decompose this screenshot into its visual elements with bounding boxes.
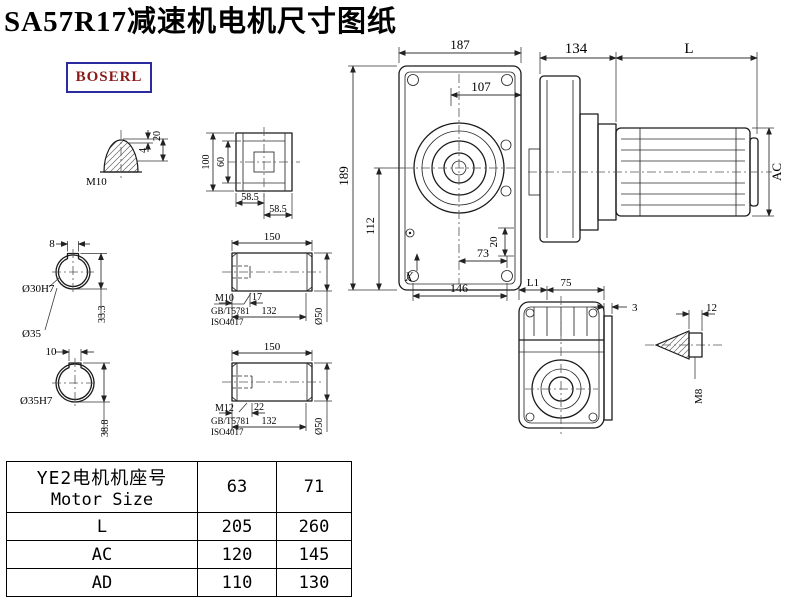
table-row-AD: AD 110 130 — [6, 568, 352, 597]
dim-75: 75 — [561, 277, 573, 289]
bore-section-35: 10 38.8 Ø35H7 — [20, 346, 111, 437]
table-header-en: Motor Size — [50, 490, 154, 510]
dim-keyway-10: 10 — [46, 346, 58, 358]
dim-shaft2-132: 132 — [262, 416, 277, 427]
table-row-AC: AC 120 145 — [6, 540, 352, 569]
dim-plug-20: 20 — [152, 131, 163, 141]
row-label-L: L — [6, 512, 198, 541]
gearbox-front-view: 20 187 107 189 112 73 146 X — [336, 37, 522, 301]
table-row-L: L 205 260 — [6, 512, 352, 541]
table-col-71: 71 — [276, 461, 352, 513]
label-bore-30h7: Ø30H7 — [22, 283, 55, 295]
dim-33-3: 33.3 — [97, 306, 108, 324]
row-label-AD: AD — [6, 568, 198, 597]
label-shaft2-iso: ISO4017 — [211, 427, 244, 437]
value-L-63: 205 — [197, 512, 277, 541]
label-od-35: Ø35 — [22, 328, 41, 340]
dim-58-5-a: 58.5 — [241, 192, 259, 203]
dim-plug-4: 4 — [138, 148, 149, 153]
shaft-detail-m10: 150 17 132 Ø50 M10 GB/T5781 ISO4017 — [211, 231, 332, 327]
table-header-cn: YE2电机机座号 — [36, 468, 168, 489]
label-bore-35h7: Ø35H7 — [20, 395, 53, 407]
dim-112: 112 — [363, 217, 377, 235]
dim-60: 60 — [216, 157, 227, 167]
label-shaft1-gb: GB/T5781 — [211, 306, 250, 316]
dim-shaft1-17: 17 — [252, 292, 262, 303]
value-AD-63: 110 — [197, 568, 277, 597]
label-m8: M8 — [693, 388, 705, 404]
dim-189: 189 — [336, 166, 351, 186]
dim-38-8: 38.8 — [100, 420, 111, 438]
dim-134: 134 — [565, 41, 588, 57]
dim-187: 187 — [450, 37, 470, 52]
dim-L: L — [684, 41, 693, 57]
motor-size-table: YE2电机机座号 Motor Size 63 71 L 205 260 AC 1… — [6, 461, 352, 597]
label-shaft1-iso: ISO4017 — [211, 317, 244, 327]
page-title: SA57R17减速机电机尺寸图纸 — [4, 6, 398, 38]
dim-100: 100 — [201, 155, 212, 170]
dim-20: 20 — [488, 236, 500, 248]
table-header-row: YE2电机机座号 Motor Size 63 71 — [6, 461, 352, 513]
dim-shaft2-22: 22 — [254, 402, 264, 413]
dim-AC: AC — [769, 163, 784, 181]
value-L-71: 260 — [276, 512, 352, 541]
boserl-logo-text: BOSERL — [75, 69, 143, 85]
dim-L1: L1 — [527, 277, 539, 289]
plug-detail-view: 4 20 M10 — [86, 130, 168, 188]
dim-107: 107 — [471, 79, 491, 94]
dim-146: 146 — [450, 281, 468, 295]
table-header-motor-size: YE2电机机座号 Motor Size — [6, 461, 198, 513]
dim-keyway-8: 8 — [49, 238, 55, 250]
dim-3: 3 — [632, 302, 638, 314]
dim-58-5-b: 58.5 — [269, 204, 287, 215]
value-AC-71: 145 — [276, 540, 352, 569]
shaft-detail-m12: 150 22 132 Ø50 M12 GB/T5781 ISO4017 — [211, 341, 332, 437]
boserl-logo: BOSERL — [66, 62, 152, 93]
mount-face-view: 100 60 58.5 58.5 — [201, 127, 300, 219]
dim-73: 73 — [477, 246, 489, 260]
label-shaft2-m12: M12 — [215, 403, 234, 414]
dim-12: 12 — [706, 302, 717, 314]
motor-side-view: 134 L AC — [528, 41, 784, 243]
dim-shaft1-d50: Ø50 — [314, 308, 325, 325]
dim-shaft1-132: 132 — [262, 306, 277, 317]
value-AD-71: 130 — [276, 568, 352, 597]
row-label-AC: AC — [6, 540, 198, 569]
shaft-end-m8-view: 12 M8 — [645, 302, 722, 404]
label-m10-plug: M10 — [86, 176, 107, 188]
label-shaft2-gb: GB/T5781 — [211, 416, 250, 426]
output-flange-view: L1 75 3 — [518, 277, 638, 434]
bore-section-30: 8 33.3 Ø30H7 Ø35 — [22, 238, 108, 340]
dim-shaft1-150: 150 — [264, 231, 281, 243]
label-shaft1-m10: M10 — [215, 293, 234, 304]
dim-shaft2-d50: Ø50 — [314, 418, 325, 435]
value-AC-63: 120 — [197, 540, 277, 569]
label-x-marker: X — [404, 269, 414, 284]
dim-shaft2-150: 150 — [264, 341, 281, 353]
table-col-63: 63 — [197, 461, 277, 513]
